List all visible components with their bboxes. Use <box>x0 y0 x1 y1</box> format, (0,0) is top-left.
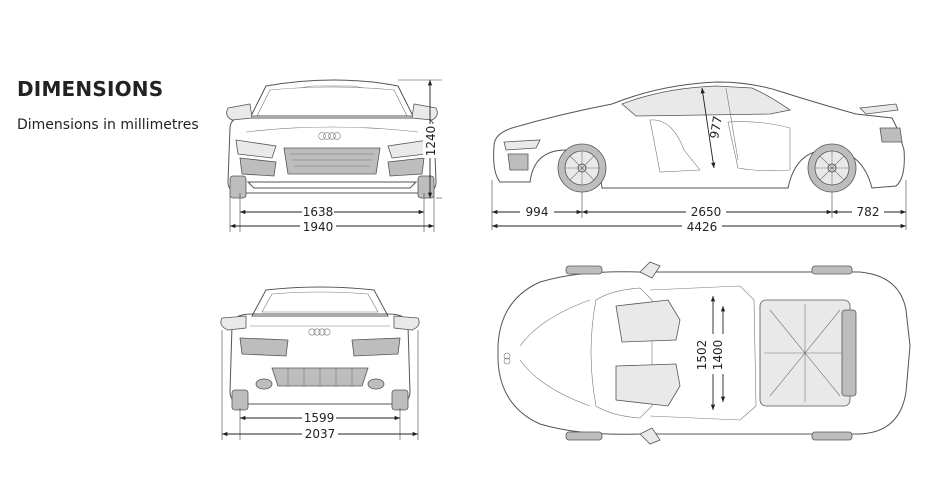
width-with-mirrors-label: 2037 <box>305 427 336 441</box>
rear-track-label: 1599 <box>304 411 335 425</box>
length-label: 4426 <box>687 220 718 234</box>
page-subtitle: Dimensions in millimetres <box>17 117 199 133</box>
page-title: DIMENSIONS <box>17 77 164 101</box>
front-overhang-label: 994 <box>526 205 549 219</box>
rear-overhang-label: 782 <box>857 205 880 219</box>
car-rear-view <box>220 286 420 411</box>
car-front-view <box>226 79 438 199</box>
car-side-view <box>493 81 905 193</box>
front-track-label: 1638 <box>303 205 334 219</box>
front-width-label: 1940 <box>303 220 334 234</box>
headroom-label: 977 <box>707 115 725 140</box>
wheelbase-label: 2650 <box>691 205 722 219</box>
car-top-view <box>497 261 911 445</box>
elbow-width-label: 1400 <box>711 340 725 371</box>
height-label: 1240 <box>424 126 438 157</box>
shoulder-width-label: 1502 <box>695 340 709 371</box>
